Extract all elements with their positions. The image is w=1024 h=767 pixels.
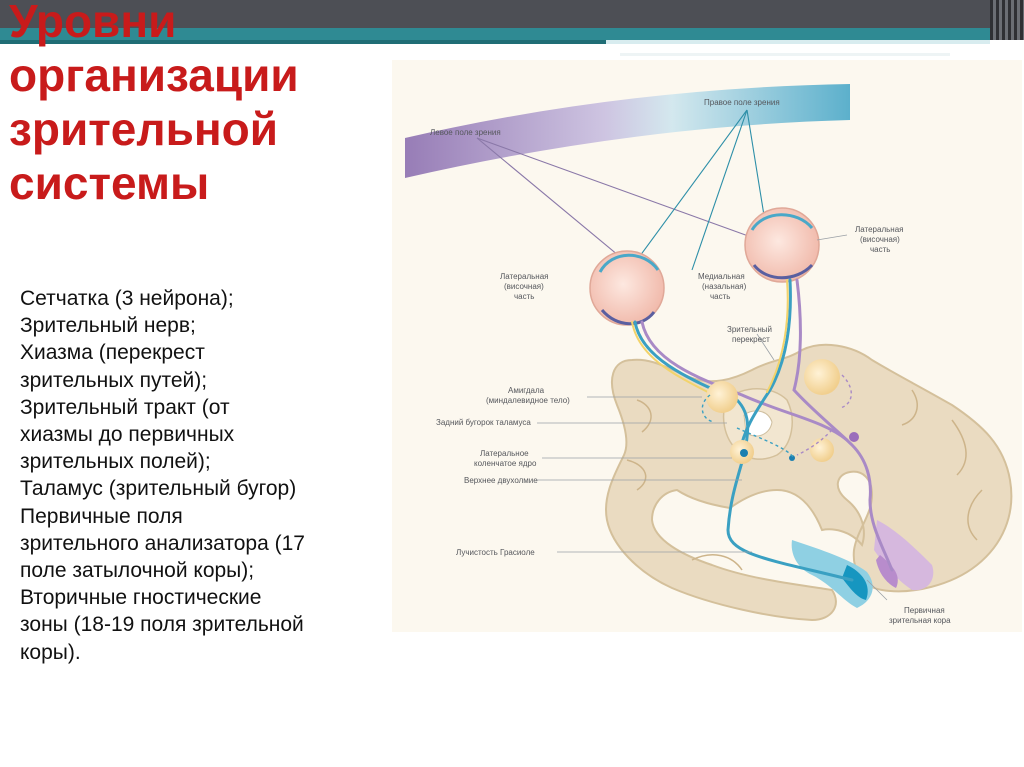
label-lateral-right: часть [870, 245, 890, 254]
header-stripes [990, 0, 1024, 40]
amygdala-right [804, 359, 840, 395]
label-medial: Медиальная [698, 272, 745, 281]
header-accent-band [0, 28, 990, 40]
list-item: Хиазма (перекрест [20, 341, 205, 365]
label-pulvinar: Задний бугорок таламуса [436, 418, 531, 427]
sight-line [476, 137, 643, 276]
lgn-right-dot [849, 432, 859, 442]
sight-line [636, 109, 748, 261]
brain-gyri [626, 389, 983, 571]
lgn-left-dot [740, 449, 748, 457]
visual-field-arc [405, 84, 850, 178]
title-line: системы [9, 157, 210, 209]
brainstem-core [743, 410, 773, 437]
label-medial: часть [710, 292, 730, 301]
list-item: Зрительный тракт (от [20, 395, 230, 419]
label-chiasm: Зрительный [727, 325, 772, 334]
label-v1: зрительная кора [889, 616, 951, 625]
label-v1: Первичная [904, 606, 945, 615]
list-item: поле затылочной коры); [20, 559, 255, 583]
list-item: Сетчатка (3 нейрона); [20, 287, 234, 310]
slide-header-bar [0, 0, 1024, 40]
right-eye [744, 207, 820, 283]
sight-line [476, 137, 788, 251]
label-lgn: коленчатое ядро [474, 459, 537, 468]
list-item: Первичные поля [20, 504, 183, 528]
optic-nerve-right-purple [792, 278, 894, 572]
primary-visual-cortex-left-core [842, 565, 868, 600]
list-item: Таламус (зрительный бугор) [20, 477, 297, 501]
slide-title: Уровни организации зрительной системы [9, 0, 379, 210]
title-line: организации [9, 49, 299, 101]
colliculus-dot [789, 455, 795, 461]
label-lateral-left: часть [514, 292, 534, 301]
amygdala-left [706, 381, 738, 413]
list-item: Зрительный нерв; [20, 314, 196, 338]
optic-nerve-left-purple [640, 320, 849, 442]
label-medial: (назальная) [702, 282, 747, 291]
list-item: зоны (18-19 поля зрительной [20, 613, 304, 637]
label-lateral-right: (височная) [860, 235, 900, 244]
header-ghost-line [620, 53, 950, 56]
left-eye [589, 250, 665, 326]
label-lateral-left: Латеральная [500, 272, 548, 281]
leader-lines [537, 234, 888, 601]
title-line: Уровни [9, 0, 177, 47]
optic-nerve-yellow-right [766, 279, 789, 393]
list-item: зрительного анализатора (17 [20, 531, 305, 555]
label-lateral-left: (височная) [504, 282, 544, 291]
collateral-paths [701, 374, 852, 459]
label-lgn: Латеральное [480, 449, 529, 458]
primary-visual-cortex-right-core [876, 555, 898, 588]
label-amygdala: (миндалевидное тело) [486, 396, 570, 405]
optic-nerve-right-blue [738, 278, 792, 454]
label-gratiolet: Лучистость Грасиоле [456, 548, 535, 557]
levels-list: Сетчатка (3 нейрона); Зрительный нерв; Х… [20, 285, 380, 666]
visual-pathway-svg: Правое поле зрения Левое поле зрения Лат… [405, 84, 1013, 625]
title-line: зрительной [9, 103, 279, 155]
label-right-field: Правое поле зрения [704, 98, 780, 107]
label-lateral-right: Латеральная [855, 225, 903, 234]
list-item: хиазмы до первичных [20, 423, 235, 447]
lgn-right [810, 438, 834, 462]
label-amygdala: Амигдала [508, 386, 545, 395]
header-accent-line [0, 40, 606, 44]
list-item: Вторичные гностические [20, 586, 262, 610]
label-chiasm: перекрест [732, 335, 770, 344]
label-left-field: Левое поле зрения [430, 128, 501, 137]
sight-line [691, 109, 748, 271]
visual-pathway-diagram: Правое поле зрения Левое поле зрения Лат… [392, 60, 1022, 632]
primary-visual-cortex-right [874, 520, 934, 591]
list-item: зрительных путей); [20, 368, 208, 392]
list-item: зрительных полей); [20, 450, 211, 474]
optic-pathways [631, 278, 894, 582]
label-colliculus: Верхнее двухолмие [464, 476, 538, 485]
header-pale-line [606, 40, 990, 44]
list-item: коры). [20, 640, 81, 664]
